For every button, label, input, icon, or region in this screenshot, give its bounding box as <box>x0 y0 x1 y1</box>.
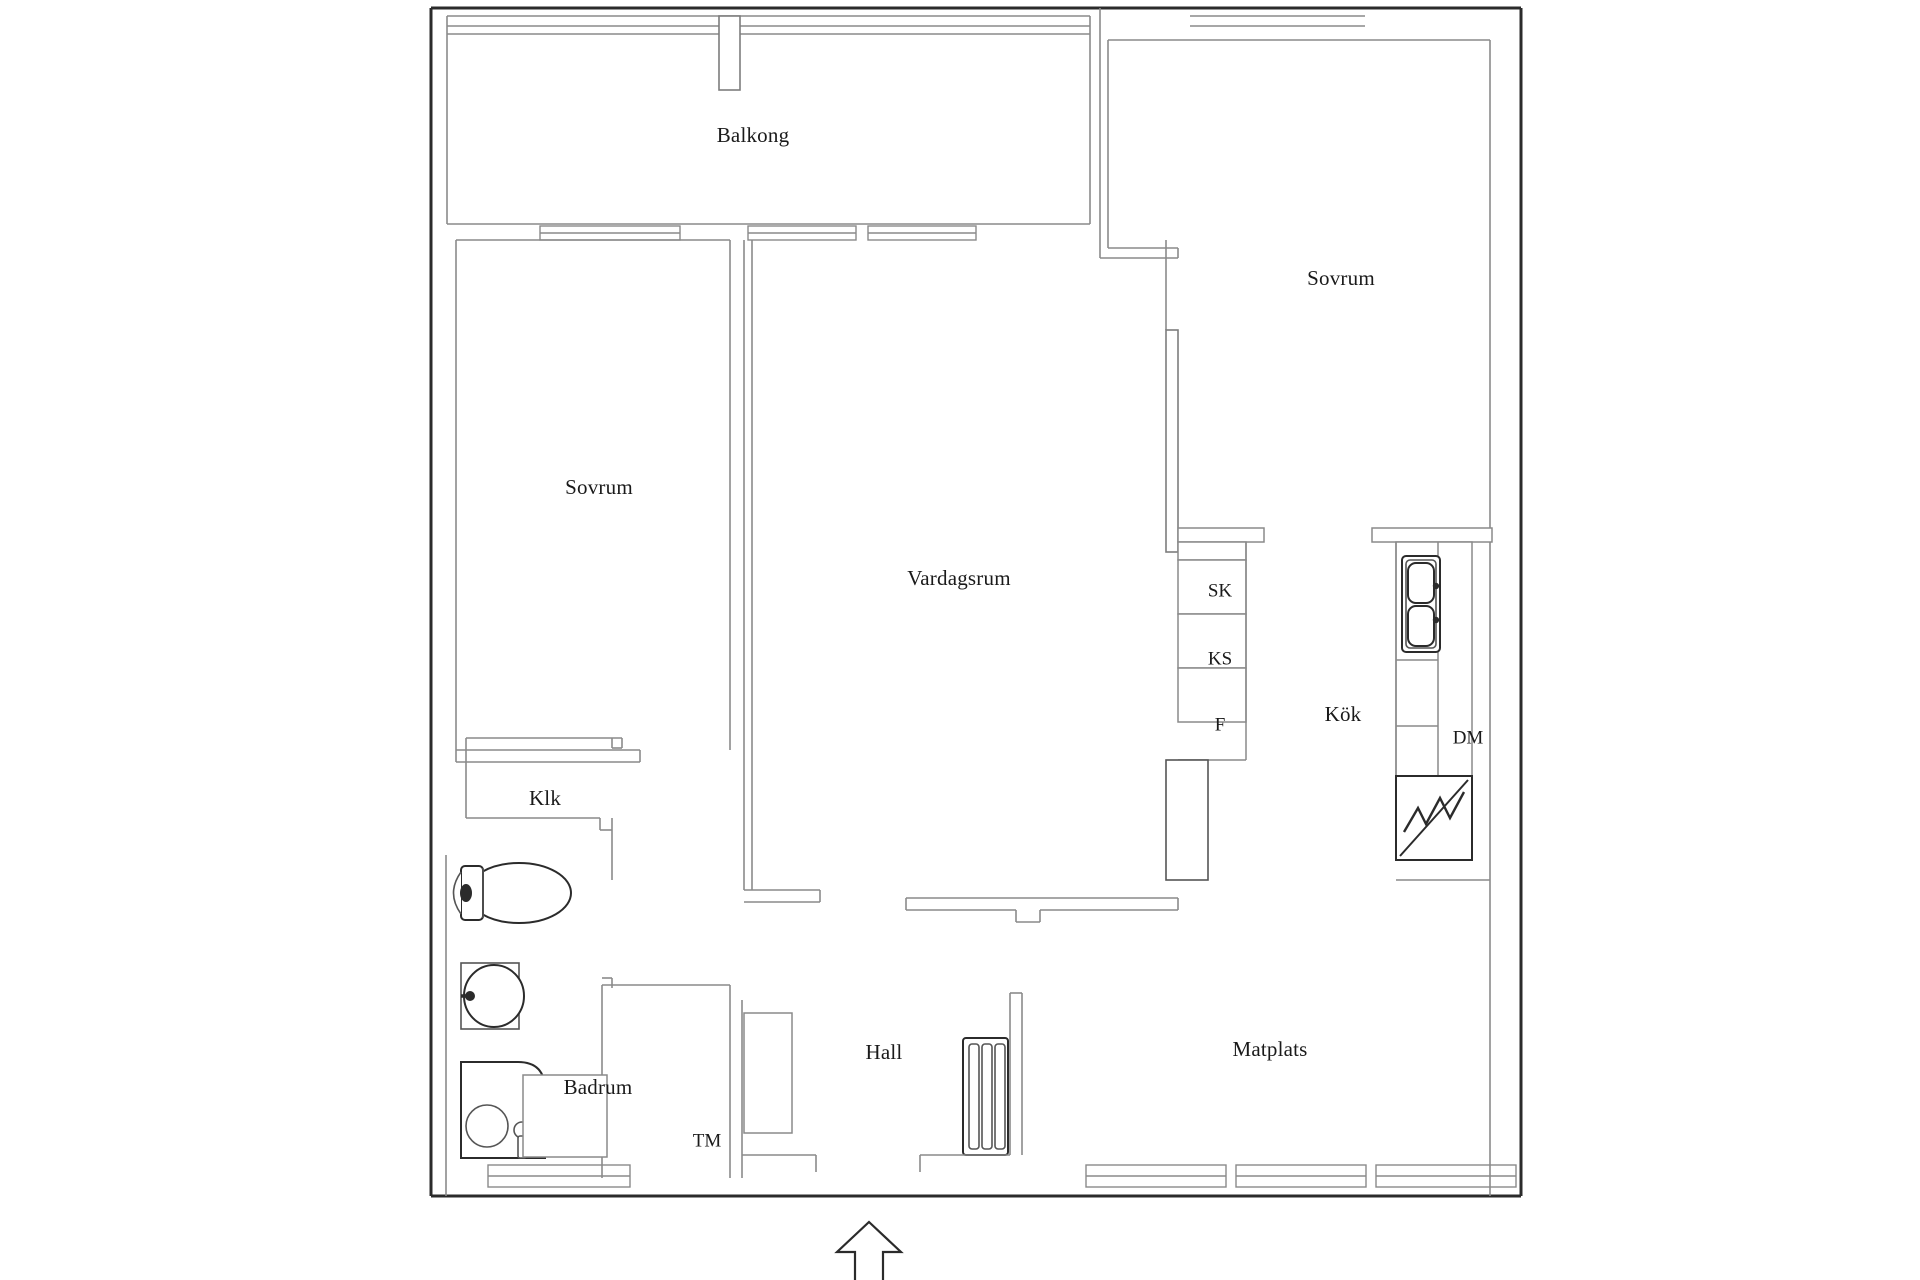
fixture-labels: SK KS F DM TM <box>693 580 1484 1151</box>
stove-cooktop <box>1395 775 1473 861</box>
hall-closet-box <box>743 1012 793 1134</box>
room-label-balkong: Balkong <box>717 123 790 147</box>
kitchen-counter-right <box>1371 527 1493 861</box>
room-label-hall: Hall <box>866 1040 903 1064</box>
walk-in-closet <box>465 737 623 831</box>
room-label-klk: Klk <box>529 786 561 810</box>
room-label-sovrum-top: Sovrum <box>1307 266 1375 290</box>
washing-machine-box <box>522 1074 608 1158</box>
room-label-badrum: Badrum <box>564 1075 633 1099</box>
windows-bottom-wall <box>487 1164 1517 1188</box>
fixture-label-sk: SK <box>1208 580 1233 601</box>
room-label-matplats: Matplats <box>1232 1037 1307 1061</box>
windows-upper-wall <box>539 225 977 241</box>
room-label-sovrum-left: Sovrum <box>565 475 633 499</box>
bathroom <box>445 830 743 1196</box>
fixture-label-tm: TM <box>693 1130 722 1151</box>
entrance-direction-arrow <box>834 1220 904 1280</box>
toilet-fixture <box>452 862 572 924</box>
bedroom-top-right <box>1099 8 1491 545</box>
washbasin-fixture <box>460 962 525 1030</box>
bedroom-left <box>455 239 731 763</box>
room-labels: Balkong Sovrum Sovrum Vardagsrum Kök Klk… <box>529 123 1375 1099</box>
fixture-label-ks: KS <box>1208 648 1232 669</box>
kitchen-double-sink <box>1401 555 1441 653</box>
kitchen-cabinet-column <box>1165 527 1265 881</box>
fixture-label-dm: DM <box>1453 727 1484 748</box>
outer-walls <box>429 6 1523 1198</box>
room-label-vardagsrum: Vardagsrum <box>907 566 1010 590</box>
kitchen-dining-partition <box>1396 545 1491 1196</box>
hall-area <box>602 977 793 1134</box>
radiator <box>962 1037 1009 1156</box>
living-room <box>743 240 1179 923</box>
room-label-kok: Kök <box>1325 702 1362 726</box>
balcony-area <box>446 15 1365 225</box>
fixture-label-f: F <box>1215 714 1226 735</box>
entry-partitions <box>742 992 1023 1172</box>
